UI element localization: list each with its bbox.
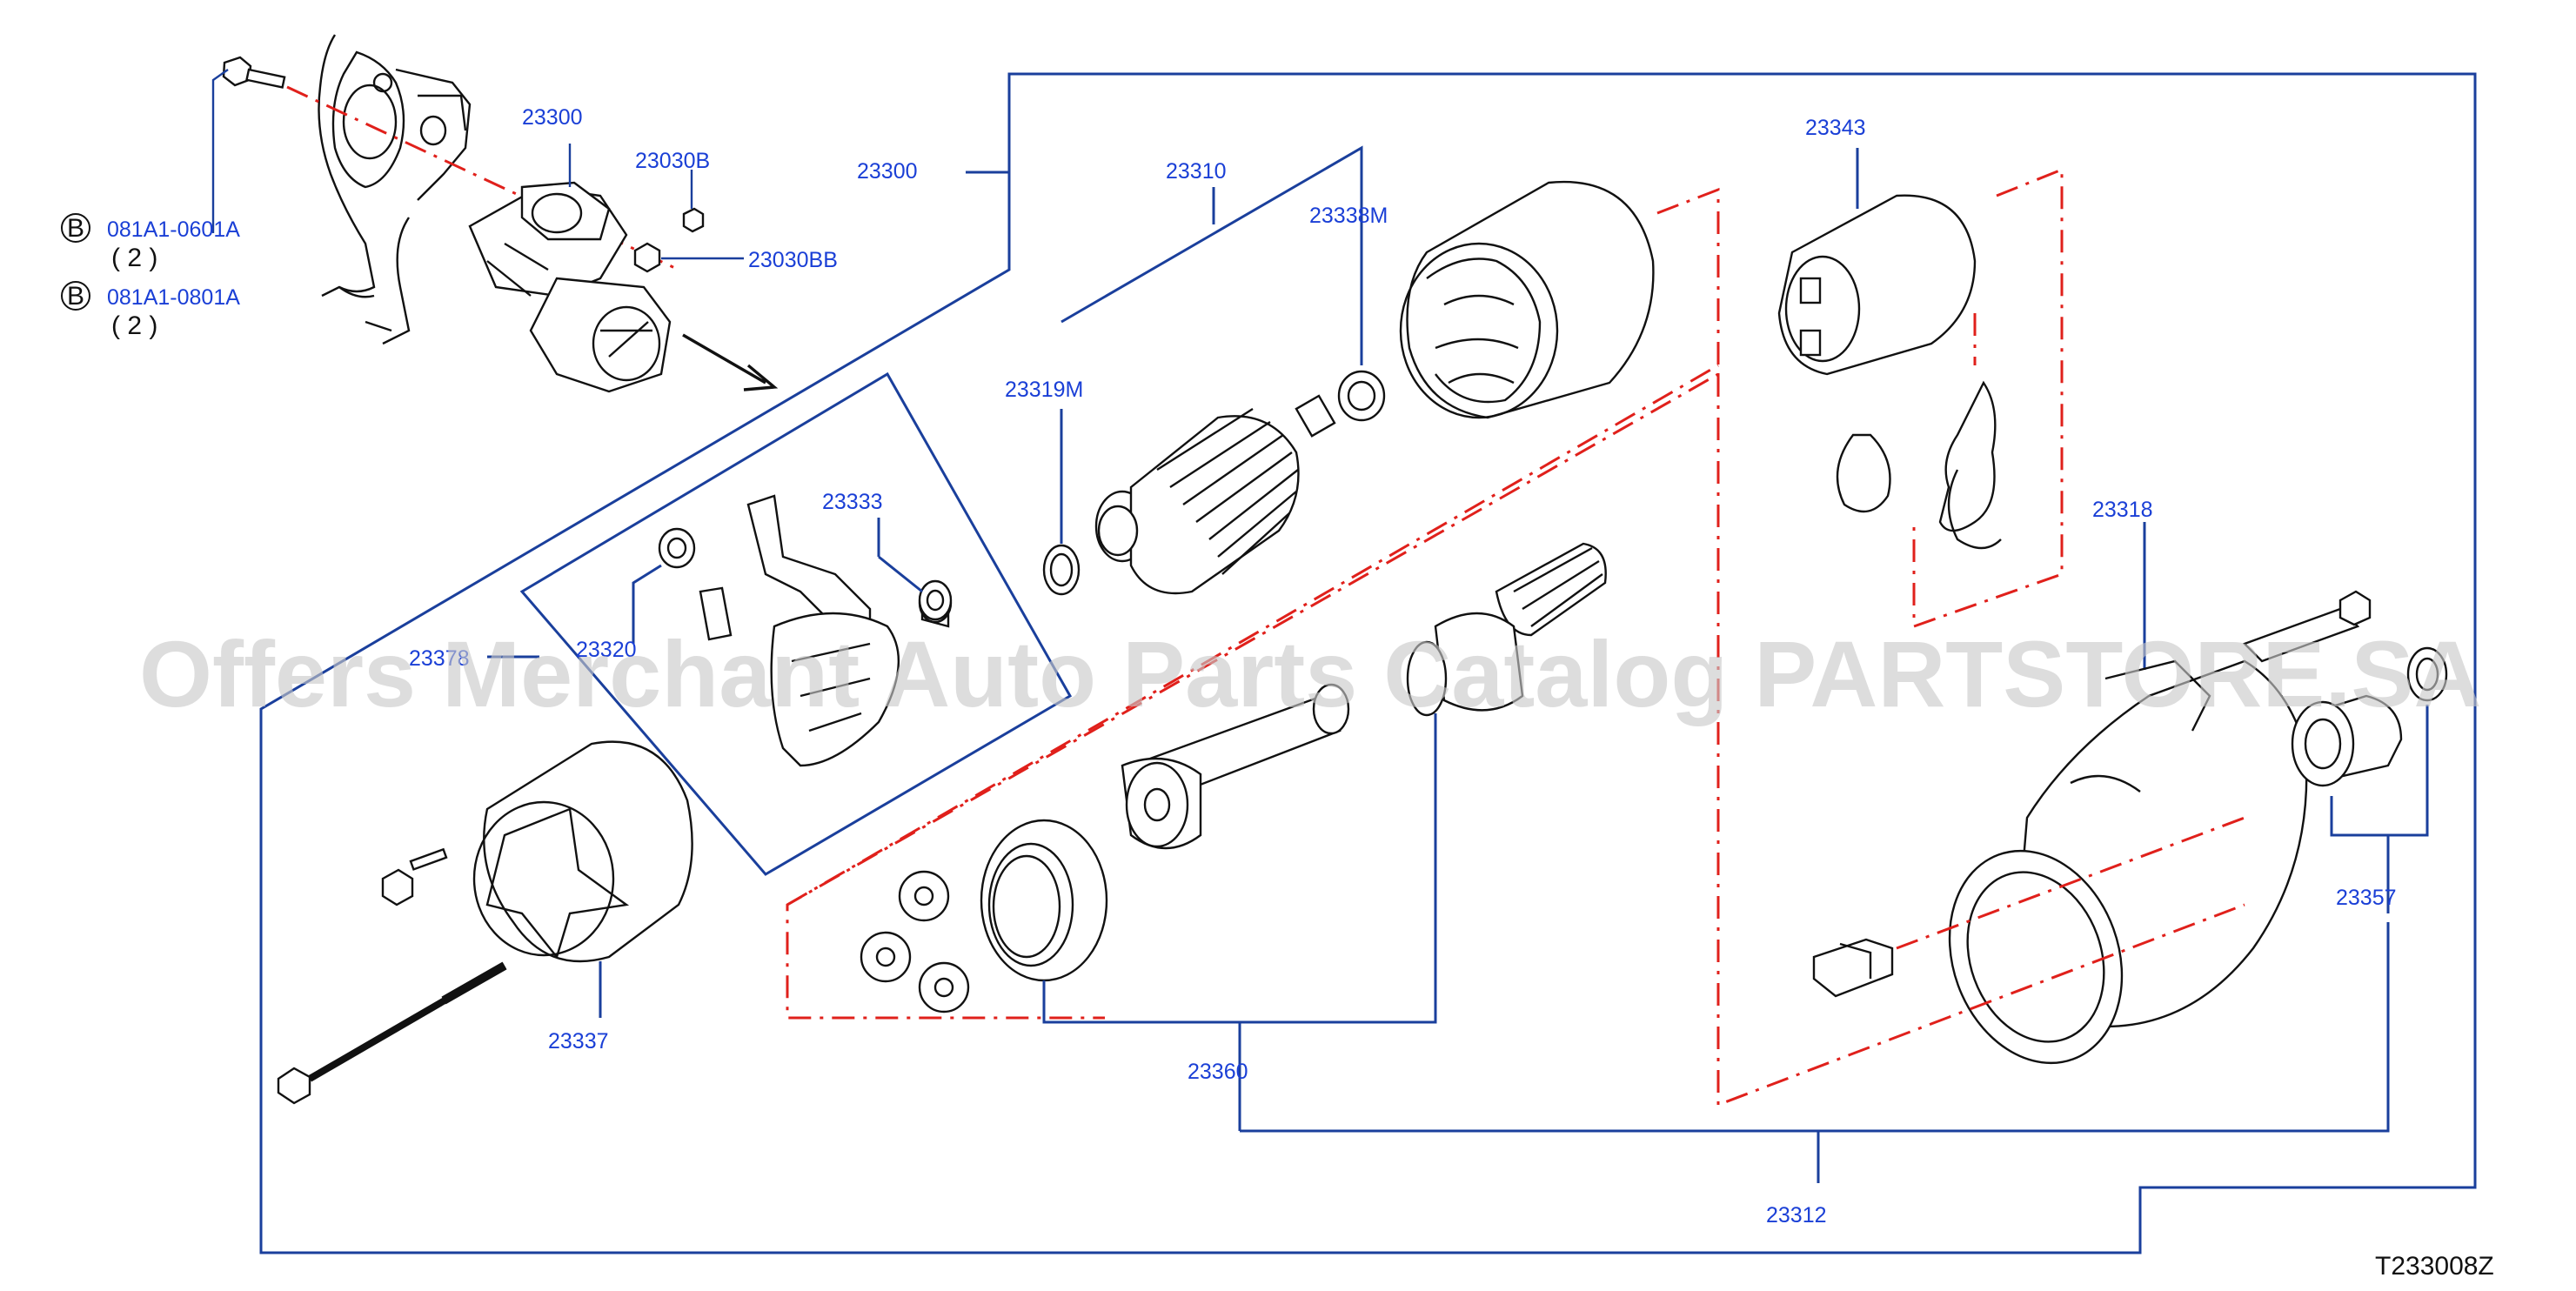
bearing-23319M (1042, 544, 1081, 596)
label-23320: 23320 (576, 638, 637, 662)
through-bolt (277, 961, 507, 1105)
planet-gear-1 (898, 870, 950, 922)
bolt-part-number-2: 081A1-0801A (107, 285, 240, 310)
internal-gear-ring (980, 819, 1108, 982)
nut-23030B (682, 207, 705, 233)
label-23300-small: 23300 (522, 105, 583, 130)
direction-arrow (682, 333, 779, 391)
leader-23333-b (878, 555, 923, 593)
label-23310: 23310 (1166, 159, 1227, 184)
drive-shaft-spline (1406, 542, 1607, 717)
brush-spring-23333 (918, 579, 953, 621)
label-23378: 23378 (409, 646, 470, 671)
label-23030B: 23030B (635, 149, 710, 173)
brush-23320 (658, 527, 733, 641)
pinion-bracket (2330, 705, 2429, 837)
label-23333: 23333 (822, 490, 883, 514)
armature (1094, 394, 1336, 595)
solenoid-23343 (1777, 194, 1977, 376)
bearing-23338M (1337, 370, 1386, 422)
label-23357: 23357 (2336, 886, 2397, 910)
pinion-clutch-23357 (2291, 694, 2403, 787)
planet-gear-2 (860, 931, 912, 983)
watermark: Offers Merchant Auto Parts Catalog PARTS… (139, 621, 2481, 726)
gear-axis-dash (786, 364, 1719, 906)
rear-cover-23337 (472, 740, 693, 963)
cover-screw (381, 847, 448, 906)
mounting-bolt (222, 56, 286, 89)
label-23343: 23343 (1805, 116, 1866, 140)
engine-mount-bracket (318, 34, 472, 345)
label-23337: 23337 (548, 1029, 609, 1054)
solenoid-box-dash (1912, 167, 2064, 629)
label-23360: 23360 (1188, 1060, 1248, 1084)
drive-shaft-bracket (1240, 922, 2390, 1133)
bolt-part-number-1: 081A1-0601A (107, 217, 240, 242)
badge-letter: B (67, 214, 84, 243)
label-23319M: 23319M (1005, 378, 1083, 402)
bolt-badge-1: B 081A1-0601A ( 2 ) (61, 213, 240, 272)
brush-subassembly-box (519, 371, 1073, 876)
front-housing-23318 (1948, 590, 2372, 1065)
badge-letter: B (67, 282, 84, 311)
yoke-field-frame (1399, 180, 1655, 419)
nut-23030BB (633, 242, 661, 273)
bolt-badge-2: B 081A1-0801A ( 2 ) (61, 281, 240, 340)
shift-lever-block (1812, 938, 1894, 998)
retaining-ring (2406, 646, 2448, 702)
diagram-code: T233008Z (2375, 1252, 2494, 1281)
assembly-boundary (259, 72, 2477, 1254)
bolt-qty-2: ( 2 ) (111, 311, 157, 340)
armature-axis-dash (786, 187, 1720, 1020)
output-shaft (1121, 683, 1350, 850)
starter-assembly-small (468, 181, 672, 393)
planet-gear-3 (918, 961, 970, 1013)
bolt-qty-1: ( 2 ) (111, 244, 157, 272)
label-23318: 23318 (2092, 498, 2153, 522)
label-23338M: 23338M (1309, 204, 1388, 228)
leader-23320 (632, 564, 662, 644)
label-23030BB: 23030BB (748, 248, 838, 272)
solenoid-spring (1836, 380, 2002, 550)
housing-axis-dash (1716, 374, 2245, 1107)
armature-leader (1061, 145, 1363, 365)
label-23312: 23312 (1766, 1203, 1827, 1227)
label-23300-main: 23300 (857, 159, 918, 184)
bolt-leader (211, 69, 229, 96)
